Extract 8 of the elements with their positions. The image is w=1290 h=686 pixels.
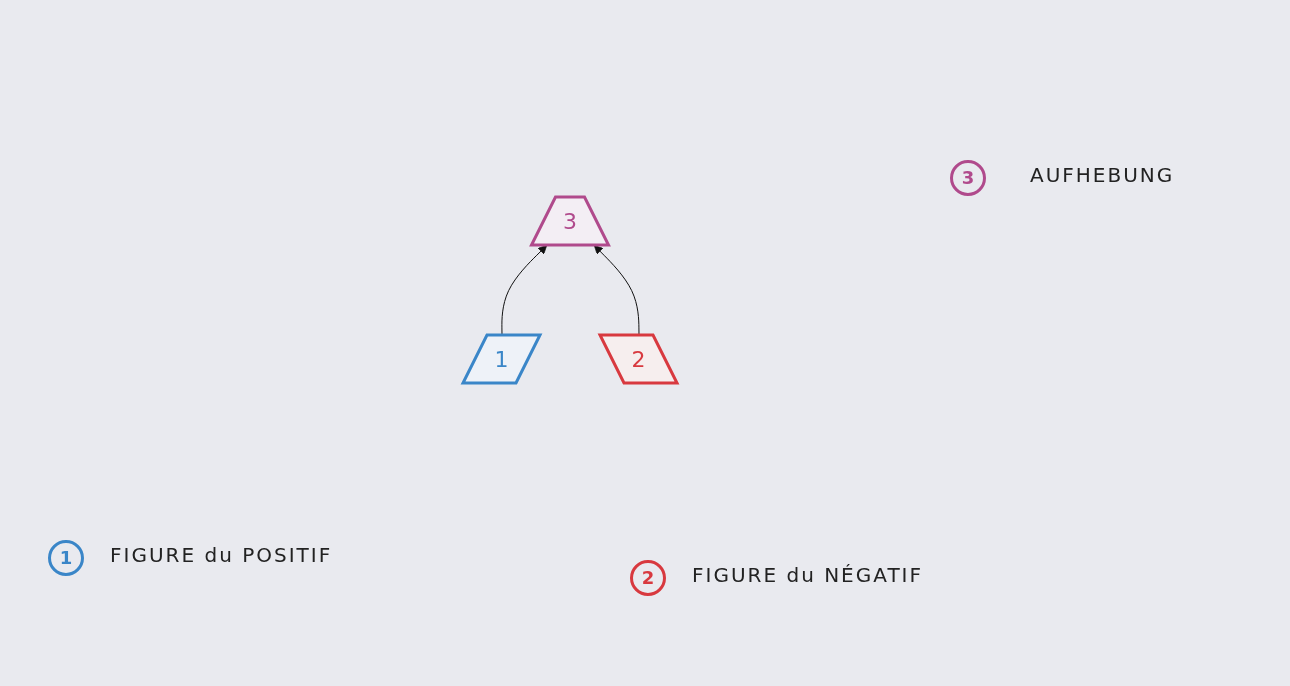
arrow [593, 245, 640, 336]
arrow [501, 245, 548, 336]
label-text: FIGURE du POSITIF [110, 543, 333, 567]
callout-number: 3 [950, 160, 986, 196]
label-text: AUFHEBUNG [1030, 163, 1175, 187]
label-text: FIGURE du NÉGATIF [692, 563, 923, 587]
callout-number: 1 [48, 540, 84, 576]
callout-number: 2 [630, 560, 666, 596]
